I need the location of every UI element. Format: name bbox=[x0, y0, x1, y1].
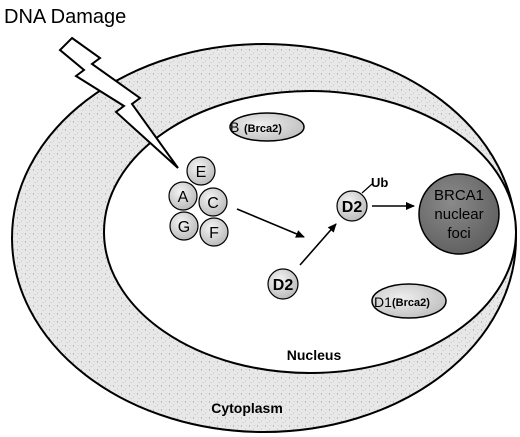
foci-line-1: BRCA1 bbox=[434, 187, 484, 204]
protein-d2-ball bbox=[267, 268, 299, 300]
nucleus-label: Nucleus bbox=[287, 347, 342, 363]
protein-c-label: C bbox=[207, 195, 219, 212]
protein-g-label: G bbox=[178, 219, 190, 236]
dna-damage-title: DNA Damage bbox=[4, 6, 126, 28]
lightning-bolt-icon bbox=[58, 36, 179, 169]
protein-a-ball bbox=[168, 181, 198, 211]
brca2-b-oval bbox=[229, 112, 305, 142]
brca2-d1-oval bbox=[371, 283, 447, 319]
d1-brca2-sublabel: (Brca2) bbox=[392, 297, 430, 309]
protein-c-ball bbox=[198, 187, 228, 217]
ub-tether bbox=[361, 183, 373, 194]
protein-d2-label: D2 bbox=[273, 277, 294, 294]
protein-e-ball bbox=[186, 156, 216, 186]
protein-g-ball bbox=[169, 211, 199, 241]
protein-d2-ub-ball bbox=[336, 190, 368, 222]
cytoplasm-label: Cytoplasm bbox=[211, 400, 283, 416]
foci-line-2: nuclear bbox=[434, 206, 483, 223]
b-label: B bbox=[230, 119, 239, 135]
protein-e-label: E bbox=[196, 164, 207, 181]
brca1-foci-circle bbox=[418, 173, 500, 255]
protein-f-label: F bbox=[209, 225, 219, 242]
complex-to-junction-arrow bbox=[236, 208, 305, 238]
d1-label: D1 bbox=[374, 294, 392, 310]
protein-d2-ub-label: D2 bbox=[342, 199, 363, 216]
d2-to-ub-arrow bbox=[299, 223, 337, 266]
core-complex: E A C G F bbox=[168, 156, 229, 247]
foci-line-3: foci bbox=[447, 225, 470, 242]
ub-label: Ub bbox=[371, 175, 388, 190]
protein-f-ball bbox=[199, 217, 229, 247]
b-brca2-sublabel: (Brca2) bbox=[244, 123, 282, 135]
protein-a-label: A bbox=[178, 189, 189, 206]
